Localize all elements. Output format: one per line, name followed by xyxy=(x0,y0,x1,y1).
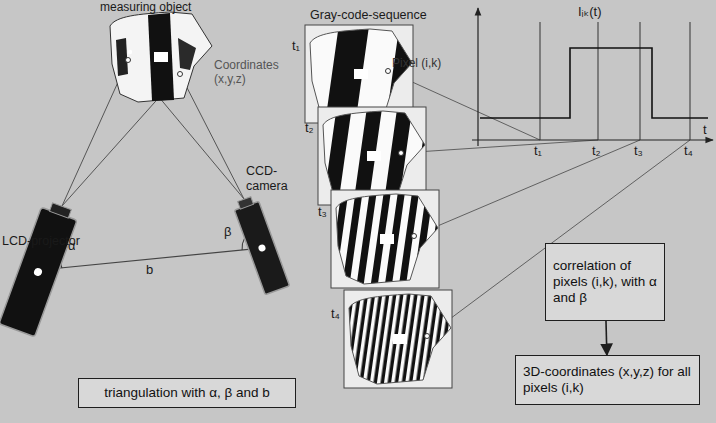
camera-ray xyxy=(180,74,244,199)
pixel-marker xyxy=(425,334,430,339)
object-dark-region xyxy=(116,38,128,76)
object-outline xyxy=(349,294,451,384)
object-outline xyxy=(323,111,425,201)
pixel-leader xyxy=(427,140,690,336)
time-marker xyxy=(540,22,541,140)
time-marker xyxy=(598,22,599,140)
object-outline xyxy=(310,29,412,119)
object-hole xyxy=(367,151,381,161)
tick-label: t₄ xyxy=(684,143,693,159)
time-marker xyxy=(640,22,641,140)
striped-object xyxy=(347,294,457,389)
flow-arrow xyxy=(605,321,607,355)
measured-point xyxy=(126,58,131,63)
pixel-leader xyxy=(414,140,640,236)
device-label: CCD- camera xyxy=(246,164,298,194)
object-outline xyxy=(336,194,438,284)
object-hole xyxy=(393,334,407,344)
intensity-signal xyxy=(480,48,708,118)
axis-label: t xyxy=(703,122,707,138)
intensity-plot xyxy=(472,8,713,146)
time-label: t₄ xyxy=(331,306,340,322)
object-marker xyxy=(128,50,132,54)
object-hole xyxy=(380,234,394,244)
tick-label: t₂ xyxy=(592,143,601,159)
pixel-label: Pixel (i,k) xyxy=(392,56,441,70)
pattern-frame xyxy=(331,190,444,289)
time-label: t₃ xyxy=(318,204,327,220)
camera-symbol xyxy=(232,195,290,295)
result-box: triangulation with α, β and b xyxy=(78,378,296,408)
projector-body xyxy=(0,207,77,337)
camera-body xyxy=(234,201,289,294)
object-hole xyxy=(154,52,168,62)
axis-label: Iᵢₖ(t) xyxy=(578,4,601,20)
tick-label: t₁ xyxy=(534,143,542,159)
coordinate-label: Coordinates (x,y,z) xyxy=(214,58,294,87)
result-box: 3D-coordinates (x,y,z) for all pixels (i… xyxy=(515,355,700,405)
stripe-pattern xyxy=(334,194,444,289)
pixel-marker xyxy=(386,69,391,74)
object-label: measuring object xyxy=(100,0,191,14)
stripe-pattern xyxy=(347,294,457,389)
projector-symbol xyxy=(0,200,80,337)
pixel-marker xyxy=(399,151,404,156)
x-axis xyxy=(472,139,713,140)
pattern-frame xyxy=(344,290,457,389)
y-axis xyxy=(477,8,478,146)
time-label: t₂ xyxy=(305,120,314,136)
object-hole xyxy=(354,69,368,79)
time-label: t₁ xyxy=(292,38,300,54)
object-outline xyxy=(110,12,212,102)
camera-lens xyxy=(238,197,254,209)
camera-center xyxy=(258,244,267,253)
measuring-object xyxy=(110,12,212,102)
pixel-leader xyxy=(401,140,598,153)
pixel-marker xyxy=(412,234,417,239)
tick-label: t₃ xyxy=(634,143,643,159)
angle-label: β xyxy=(224,224,231,240)
sequence-title: Gray-code-sequence xyxy=(310,8,427,23)
node-text: correlation of pixels (i,k), with α and … xyxy=(553,258,657,307)
time-marker xyxy=(690,22,691,140)
striped-object xyxy=(334,194,444,289)
projector-center xyxy=(33,267,43,277)
projector-lens xyxy=(49,203,71,218)
node-text: triangulation with α, β and b xyxy=(85,385,289,401)
object-dark-region xyxy=(148,13,174,101)
angle-label: α xyxy=(68,238,76,254)
measured-point xyxy=(178,72,183,77)
object-dark-region xyxy=(178,38,196,70)
process-box: correlation of pixels (i,k), with α and … xyxy=(545,243,665,321)
node-text: 3D-coordinates (x,y,z) for all pixels (i… xyxy=(523,364,692,396)
baseline-label: b xyxy=(146,262,153,278)
